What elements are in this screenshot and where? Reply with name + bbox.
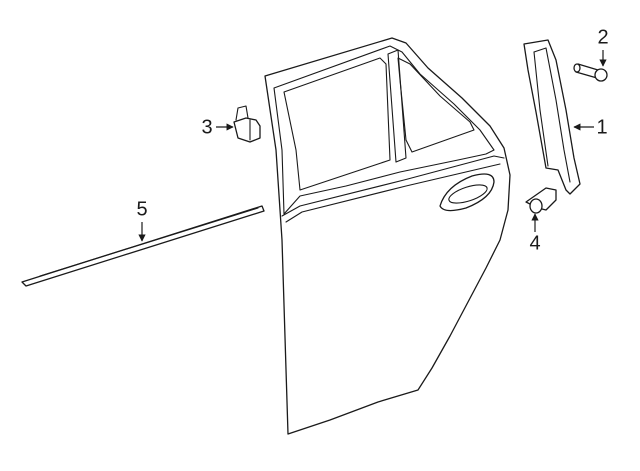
callout-5: 5 (136, 198, 148, 242)
rear-door-panel (264, 37, 511, 435)
pillar-molding-part-1 (523, 39, 581, 195)
door-handle (439, 173, 495, 212)
callout-4: 4 (529, 213, 541, 254)
callout-label-3: 3 (201, 116, 212, 138)
retainer-part-3 (233, 105, 261, 143)
guide-part-4 (525, 187, 557, 214)
callout-label-2: 2 (597, 26, 608, 48)
callout-label-5: 5 (136, 198, 147, 220)
belt-molding-part-5 (21, 205, 265, 287)
callout-label-1: 1 (596, 116, 607, 138)
callout-label-4: 4 (529, 232, 540, 254)
callout-3: 3 (201, 116, 234, 138)
callout-2: 2 (597, 26, 609, 67)
callout-1: 1 (573, 116, 608, 138)
clip-part-2 (573, 63, 608, 82)
